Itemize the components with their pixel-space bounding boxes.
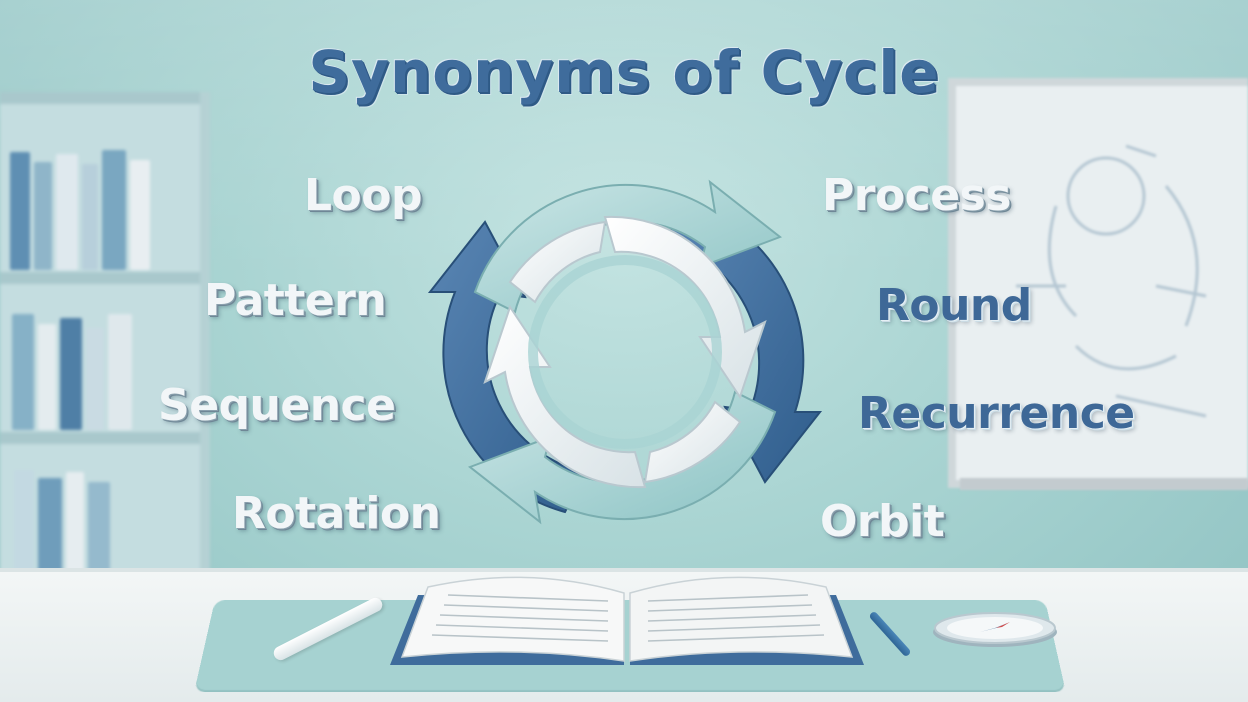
- synonym-process: Process: [822, 170, 1011, 221]
- whiteboard-sketch: [1016, 144, 1207, 418]
- synonym-orbit: Orbit: [820, 496, 945, 547]
- whiteboard: [948, 78, 1248, 488]
- synonym-recurrence: Recurrence: [858, 388, 1135, 439]
- synonym-sequence: Sequence: [158, 380, 396, 431]
- synonym-loop: Loop: [304, 170, 423, 221]
- desk-edge: [0, 568, 1248, 574]
- whiteboard-tray: [960, 478, 1248, 490]
- bookshelf: [0, 92, 210, 612]
- cycle-arrows-icon: [427, 179, 823, 525]
- synonym-round: Round: [876, 280, 1032, 331]
- synonym-pattern: Pattern: [204, 275, 387, 326]
- compass-icon: [933, 612, 1057, 647]
- open-book-icon: [390, 576, 864, 665]
- synonym-rotation: Rotation: [232, 488, 441, 539]
- page-title: Synonyms of Cycle: [308, 38, 940, 106]
